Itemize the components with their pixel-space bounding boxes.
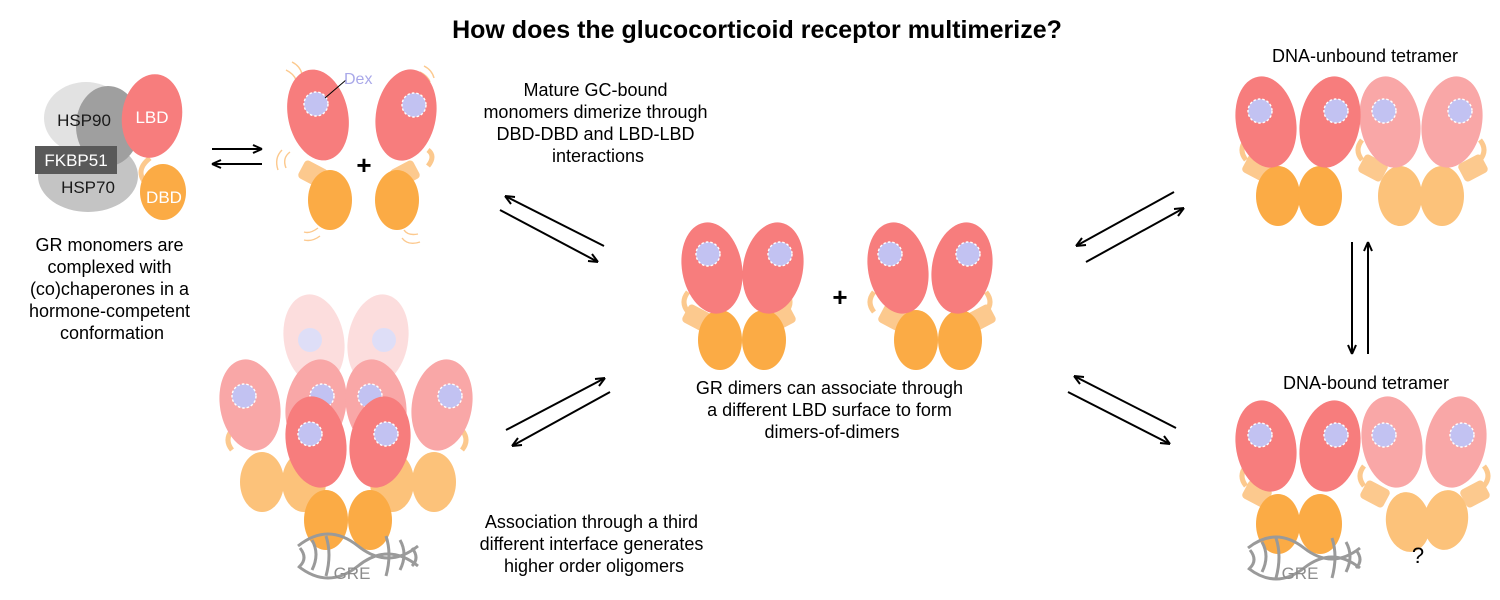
center-dimer-right <box>867 222 996 370</box>
center-dimer-left <box>681 222 804 370</box>
bound-tetramer: GRE ? <box>1235 396 1491 583</box>
gre-label-right: GRE <box>1282 564 1319 583</box>
dex-label: Dex <box>344 71 372 88</box>
monomer-lbd <box>121 74 183 158</box>
hsp90-label: HSP90 <box>57 111 111 130</box>
caption-unbound: DNA-unbound tetramer <box>1272 46 1458 66</box>
mature-monomer-right <box>375 65 437 245</box>
fkbp51-label: FKBP51 <box>44 151 107 170</box>
caption-monomers: GR monomers are complexed with (co)chape… <box>29 235 195 343</box>
higher-order-oligomer: GRE <box>219 294 473 583</box>
lbd-label: LBD <box>135 108 168 127</box>
mature-dbd-left <box>308 170 352 230</box>
figure-title: How does the glucocorticoid receptor mul… <box>452 16 1062 44</box>
unbound-tetramer <box>1235 76 1488 226</box>
equilibrium-arrows-6 <box>1347 241 1373 355</box>
chaperone-complex: HSP90 FKBP51 HSP70 LBD DBD <box>35 74 186 220</box>
gre-label-left: GRE <box>334 564 371 583</box>
mature-monomer-left <box>275 61 352 242</box>
fkbp51-box <box>35 146 117 174</box>
caption-dimers: GR dimers can associate through a differ… <box>696 378 968 442</box>
equilibrium-arrows-4 <box>1075 191 1185 263</box>
caption-oligomers: Association through a third different in… <box>480 512 709 576</box>
caption-bound: DNA-bound tetramer <box>1283 373 1449 393</box>
equilibrium-arrows-1 <box>211 144 263 169</box>
equilibrium-arrows-5 <box>1067 375 1177 445</box>
dex-callout: Dex <box>324 71 372 99</box>
dbd-label: DBD <box>146 188 182 207</box>
plus-sign-1: + <box>356 150 371 180</box>
equilibrium-arrows-3 <box>505 377 611 447</box>
question-mark: ? <box>1412 543 1424 568</box>
monomer-dbd <box>140 164 186 220</box>
dna-helix-left <box>297 532 419 580</box>
plus-sign-2: + <box>832 282 847 312</box>
mature-dbd-right <box>375 170 419 230</box>
mature-lbd-right <box>375 69 437 161</box>
hsp70-label: HSP70 <box>61 178 115 197</box>
equilibrium-arrows-2 <box>499 195 605 263</box>
caption-mature: Mature GC-bound monomers dimerize throug… <box>483 80 712 166</box>
dna-helix-right <box>1247 535 1362 581</box>
